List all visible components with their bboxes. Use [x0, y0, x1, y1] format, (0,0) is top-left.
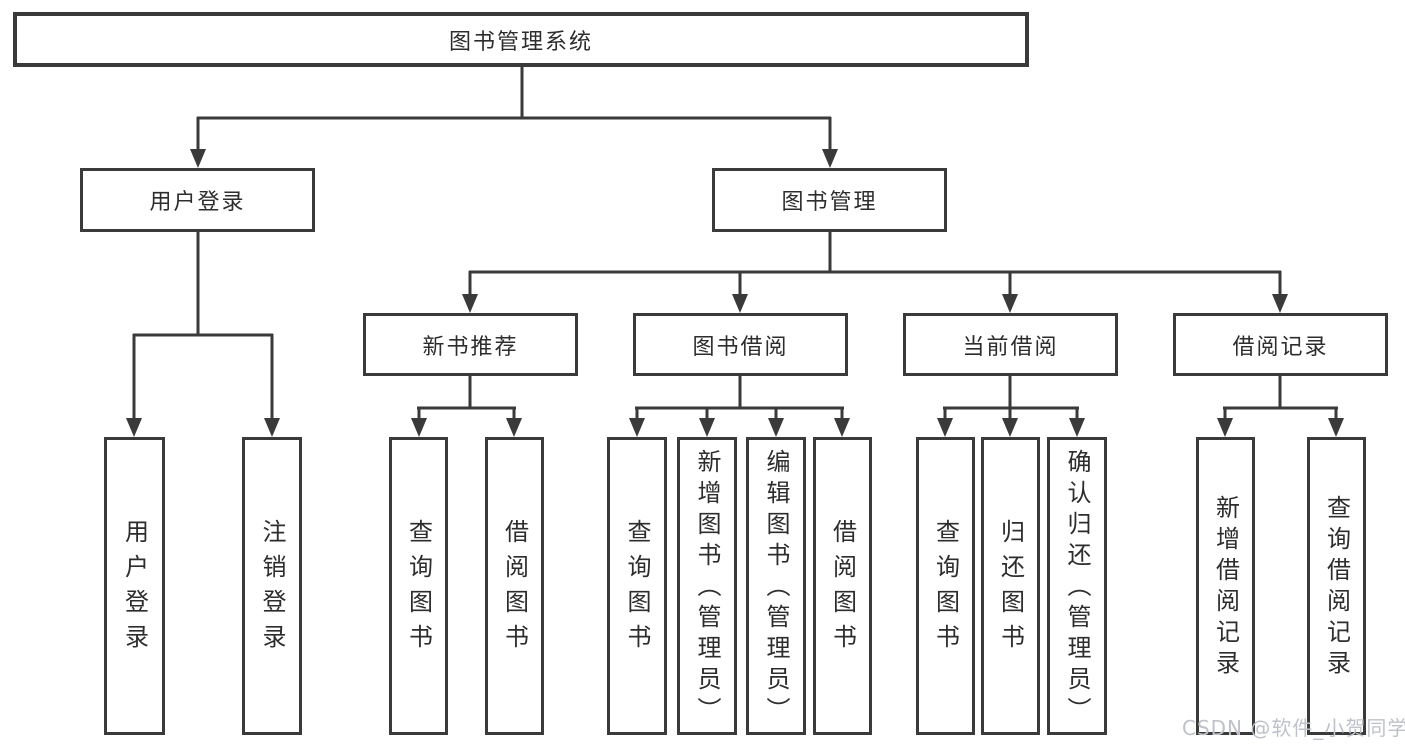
node-current-borrow: 当前借阅: [903, 313, 1118, 376]
leaf-borrow-books-1: 借阅图书: [485, 437, 544, 735]
leaf-borrow-books-2: 借阅图书: [813, 437, 872, 735]
node-label: 当前借阅: [962, 334, 1059, 360]
leaf-user-login: 用户登录: [104, 437, 165, 735]
leaf-label: 查询图书: [931, 519, 960, 659]
leaf-query-books-2: 查询图书: [607, 437, 667, 735]
arrow-down-icon: [462, 294, 478, 313]
leaf-label: 编辑图书（管理员）: [762, 448, 790, 728]
leaf-label: 用户登录: [120, 519, 149, 659]
node-root-system: 图书管理系统: [13, 12, 1029, 67]
arrow-down-icon: [834, 418, 850, 437]
leaf-query-books-1: 查询图书: [389, 437, 448, 735]
leaf-return-books: 归还图书: [981, 437, 1040, 735]
node-borrow-records: 借阅记录: [1173, 313, 1388, 376]
arrow-down-icon: [1217, 418, 1233, 437]
arrow-down-icon: [411, 418, 427, 437]
node-label: 借阅记录: [1232, 334, 1329, 360]
leaf-label: 新增图书（管理员）: [693, 448, 721, 728]
leaf-add-books-admin: 新增图书（管理员）: [677, 437, 737, 735]
node-label: 图书管理: [781, 190, 878, 215]
leaf-confirm-return-admin: 确认归还（管理员）: [1047, 437, 1107, 735]
node-book-borrow: 图书借阅: [633, 313, 848, 376]
leaf-label: 归还图书: [996, 519, 1025, 659]
arrow-down-icon: [699, 418, 715, 437]
arrow-down-icon: [1069, 418, 1085, 437]
leaf-logout: 注销登录: [242, 437, 302, 735]
node-user-login: 用户登录: [80, 168, 315, 232]
leaf-label: 查询图书: [404, 519, 433, 659]
node-book-management: 图书管理: [712, 168, 947, 232]
arrow-down-icon: [190, 149, 206, 168]
leaf-label: 查询借阅记录: [1322, 495, 1351, 681]
arrow-down-icon: [629, 418, 645, 437]
leaf-label: 确认归还（管理员）: [1063, 448, 1091, 728]
arrow-down-icon: [506, 418, 522, 437]
leaf-label: 查询图书: [623, 519, 651, 659]
arrow-down-icon: [822, 149, 838, 168]
watermark: CSDN @软件_小贺同学: [1182, 716, 1405, 740]
node-label: 新书推荐: [422, 334, 519, 360]
leaf-edit-books-admin: 编辑图书（管理员）: [746, 437, 806, 735]
arrow-down-icon: [1002, 294, 1018, 313]
arrow-down-icon: [1328, 418, 1344, 437]
arrow-down-icon: [937, 418, 953, 437]
leaf-label: 注销登录: [258, 519, 286, 659]
leaf-label: 借阅图书: [828, 519, 857, 659]
leaf-query-books-3: 查询图书: [916, 437, 975, 735]
leaf-add-borrow-record: 新增借阅记录: [1196, 437, 1255, 735]
leaf-label: 借阅图书: [500, 519, 529, 659]
node-label: 图书管理系统: [448, 29, 593, 55]
arrow-down-icon: [768, 418, 784, 437]
node-label: 用户登录: [149, 190, 246, 215]
leaf-query-borrow-record: 查询借阅记录: [1307, 437, 1366, 735]
node-new-book-recommend: 新书推荐: [363, 313, 578, 376]
node-label: 图书借阅: [692, 334, 789, 360]
arrow-down-icon: [732, 294, 748, 313]
arrow-down-icon: [126, 418, 142, 437]
arrow-down-icon: [1272, 294, 1288, 313]
arrow-down-icon: [1002, 418, 1018, 437]
arrow-down-icon: [264, 418, 280, 437]
leaf-label: 新增借阅记录: [1211, 495, 1240, 681]
